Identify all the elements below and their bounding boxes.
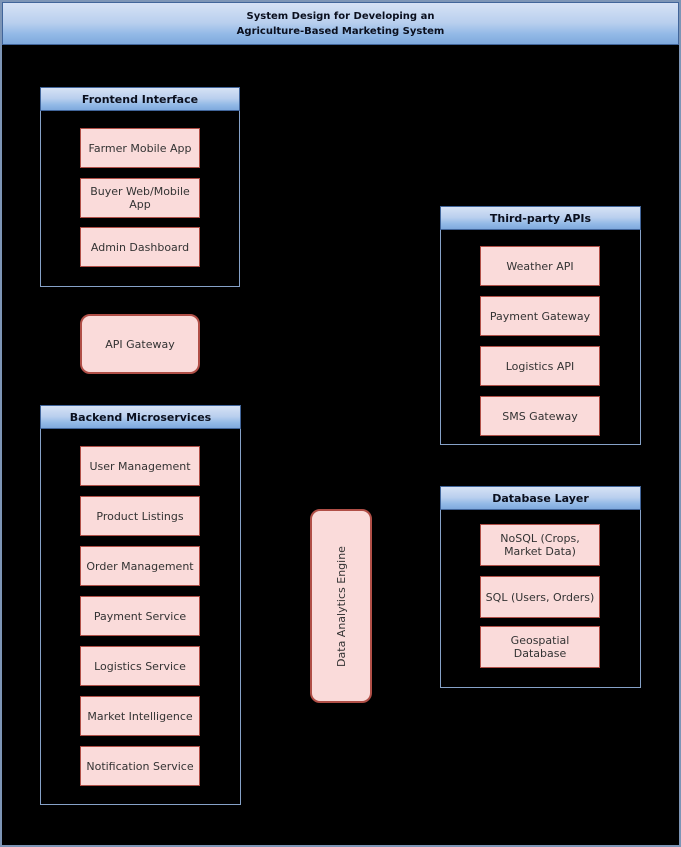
- node-buyer-web-mobile-app: Buyer Web/Mobile App: [80, 178, 200, 218]
- group-header-third-party-apis: Third-party APIs: [440, 206, 641, 230]
- diagram-title-bar: System Design for Developing an Agricult…: [2, 2, 679, 45]
- node-logistics-api: Logistics API: [480, 346, 600, 386]
- group-header-database-layer: Database Layer: [440, 486, 641, 510]
- node-api-gateway: API Gateway: [80, 314, 200, 374]
- group-header-frontend-interface: Frontend Interface: [40, 87, 240, 111]
- title-line-1: System Design for Developing an: [246, 10, 435, 22]
- node-notification-service: Notification Service: [80, 746, 200, 786]
- node-payment-service: Payment Service: [80, 596, 200, 636]
- node-nosql-database: NoSQL (Crops, Market Data): [480, 524, 600, 566]
- node-payment-gateway: Payment Gateway: [480, 296, 600, 336]
- group-database-layer: Database Layer: [440, 486, 641, 688]
- title-line-2: Agriculture-Based Marketing System: [236, 25, 445, 37]
- group-header-backend-microservices: Backend Microservices: [40, 405, 241, 429]
- group-frontend-interface: Frontend Interface: [40, 87, 240, 287]
- data-analytics-engine-label: Data Analytics Engine: [334, 545, 348, 667]
- node-data-analytics-engine: Data Analytics Engine: [310, 509, 372, 703]
- group-third-party-apis: Third-party APIs: [440, 206, 641, 445]
- node-weather-api: Weather API: [480, 246, 600, 286]
- node-order-management: Order Management: [80, 546, 200, 586]
- node-logistics-service: Logistics Service: [80, 646, 200, 686]
- node-market-intelligence: Market Intelligence: [80, 696, 200, 736]
- node-sql-database: SQL (Users, Orders): [480, 576, 600, 618]
- node-sms-gateway: SMS Gateway: [480, 396, 600, 436]
- node-geospatial-database: Geospatial Database: [480, 626, 600, 668]
- group-backend-microservices: Backend Microservices: [40, 405, 241, 805]
- node-user-management: User Management: [80, 446, 200, 486]
- node-product-listings: Product Listings: [80, 496, 200, 536]
- node-farmer-mobile-app: Farmer Mobile App: [80, 128, 200, 168]
- node-admin-dashboard: Admin Dashboard: [80, 227, 200, 267]
